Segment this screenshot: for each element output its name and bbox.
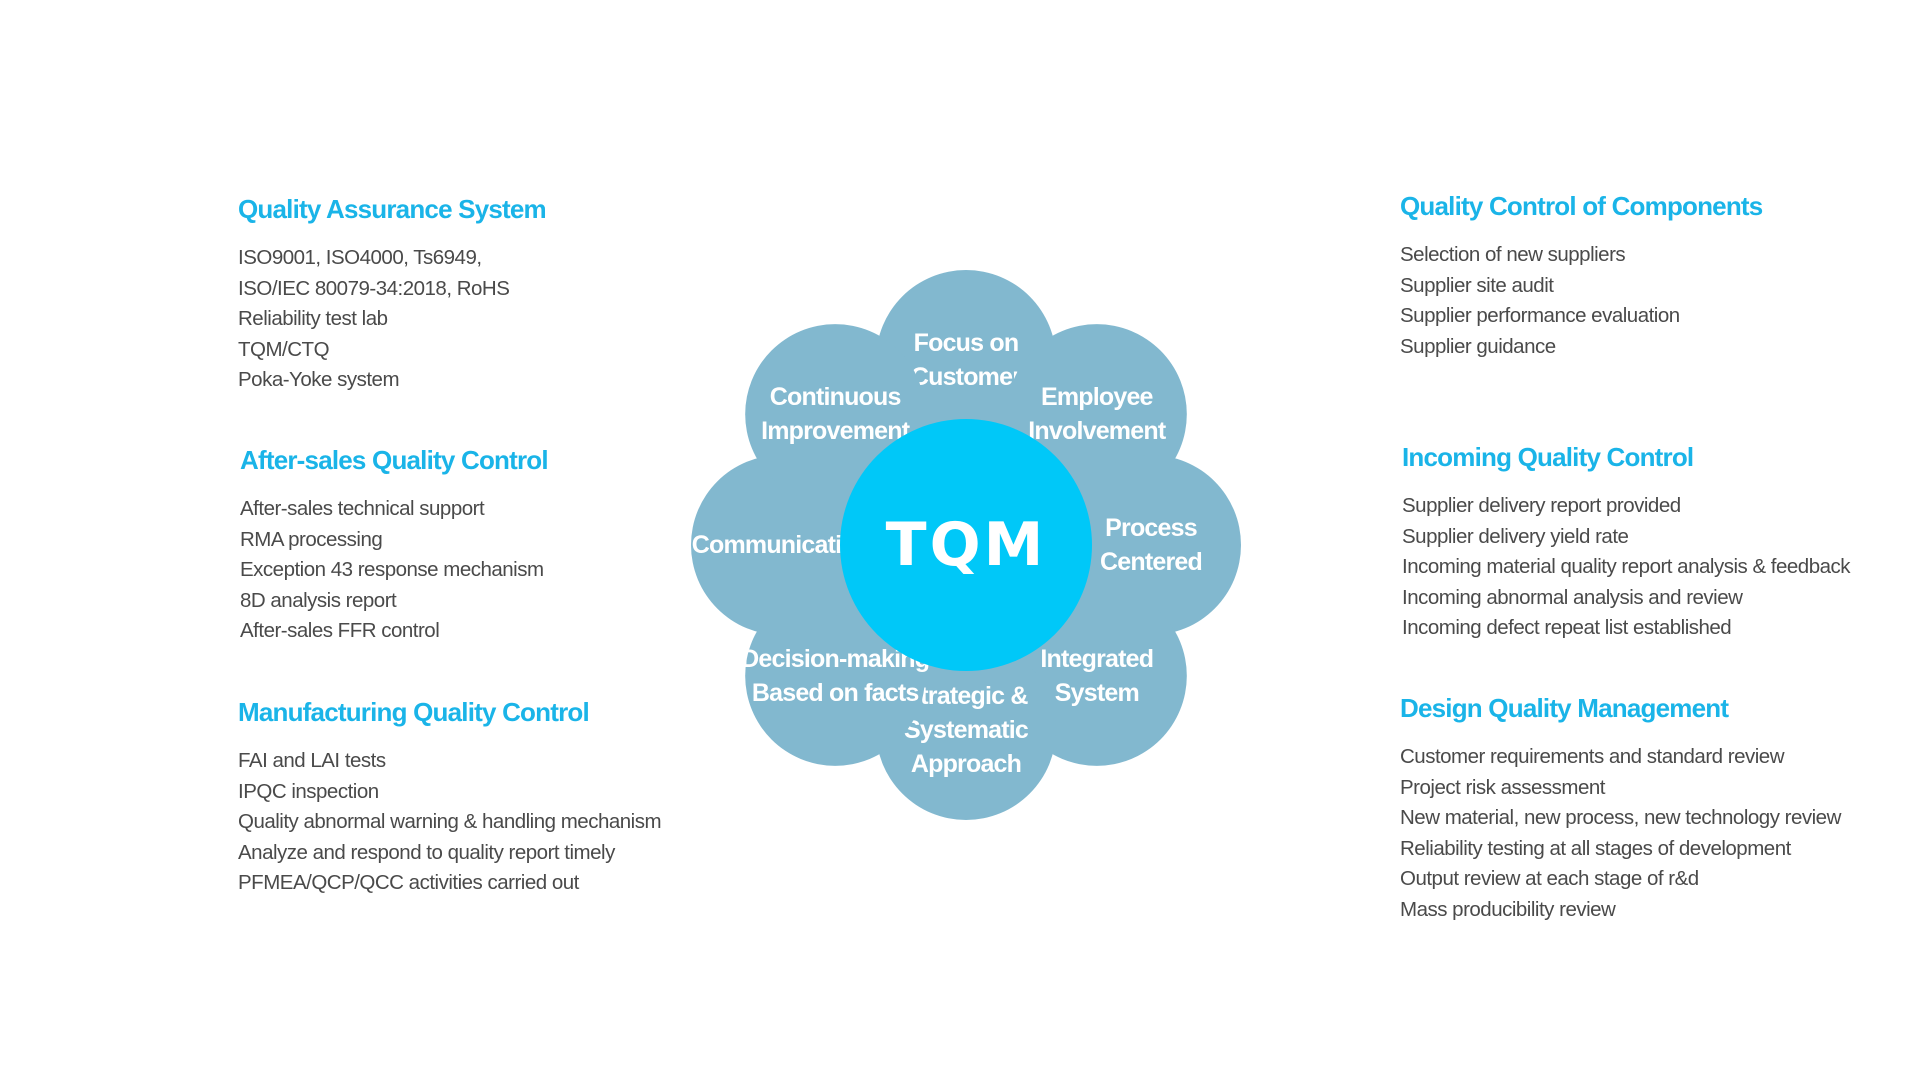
satellite-label: Improvement	[761, 417, 911, 445]
satellite-label: Based on facts	[752, 679, 919, 707]
list-item: Exception 43 response mechanism	[240, 558, 544, 581]
list-item: Project risk assessment	[1400, 775, 1605, 799]
section-list: Selection of new suppliers Supplier site…	[1400, 240, 1762, 362]
list-item: Output review at each stage of r&d	[1400, 867, 1699, 890]
list-item: Customer requirements and standard revie…	[1400, 745, 1784, 768]
list-item: Selection of new suppliers	[1400, 243, 1626, 266]
list-item: New material, new process, new technolog…	[1400, 806, 1841, 829]
section-list: Supplier delivery report provided Suppli…	[1402, 491, 1851, 644]
list-item: Reliability test lab	[238, 307, 388, 330]
list-item: Poka-Yoke system	[238, 368, 400, 391]
list-item: Supplier delivery report provided	[1402, 494, 1681, 517]
section-manufacturing-quality-control: Manufacturing Quality Control FAI and LA…	[238, 697, 662, 899]
list-item: Supplier performance evaluation	[1400, 304, 1680, 327]
list-item: Analyze and respond to quality report ti…	[238, 840, 615, 864]
satellite-label: Involvement	[1028, 417, 1167, 445]
list-item: Quality abnormal warning & handling mech…	[238, 810, 662, 833]
satellite-label: Centered	[1100, 548, 1202, 576]
list-item: ISO9001, ISO4000, Ts6949,	[238, 246, 482, 269]
section-quality-assurance-system: Quality Assurance System ISO9001, ISO400…	[238, 194, 547, 396]
section-list: Customer requirements and standard revie…	[1400, 742, 1841, 925]
list-item: Supplier guidance	[1400, 334, 1556, 358]
center-label: TQM	[886, 510, 1047, 580]
list-item: After-sales technical support	[240, 497, 485, 520]
list-item: Mass producibility review	[1400, 897, 1616, 921]
list-item: After-sales FFR control	[240, 619, 440, 642]
satellite-label: Process	[1105, 514, 1197, 542]
list-item: TQM/CTQ	[238, 337, 330, 361]
section-title: After-sales Quality Control	[240, 445, 549, 475]
satellite-label: Customer	[911, 363, 1022, 391]
list-item: FAI and LAI tests	[238, 749, 386, 772]
section-list: ISO9001, ISO4000, Ts6949, ISO/IEC 80079-…	[238, 243, 546, 396]
satellite-label: Employee	[1041, 383, 1154, 411]
list-item: Reliability testing at all stages of dev…	[1400, 836, 1791, 860]
section-title: Design Quality Management	[1400, 693, 1729, 723]
section-list: FAI and LAI tests IPQC inspection Qualit…	[238, 746, 662, 899]
list-item: Incoming material quality report analysi…	[1402, 555, 1851, 578]
section-list: After-sales technical support RMA proces…	[240, 494, 548, 647]
satellite-label: Approach	[911, 750, 1021, 778]
list-item: Supplier site audit	[1400, 273, 1554, 297]
list-item: 8D analysis report	[240, 588, 397, 612]
section-title: Quality Control of Components	[1400, 191, 1763, 221]
list-item: IPQC inspection	[238, 779, 379, 803]
section-title: Quality Assurance System	[238, 194, 547, 224]
section-title: Manufacturing Quality Control	[238, 697, 590, 727]
satellites: Focus on CustomerEmployeeInvolvementProce…	[691, 270, 1241, 820]
list-item: Incoming defect repeat list established	[1402, 616, 1732, 639]
list-item: PFMEA/QCP/QCC activities carried out	[238, 871, 579, 894]
section-incoming-quality-control: Incoming Quality Control Supplier delive…	[1402, 442, 1851, 644]
section-after-sales-quality-control: After-sales Quality Control After-sales …	[240, 445, 549, 647]
section-title: Incoming Quality Control	[1402, 442, 1694, 472]
satellite-label: Strategic &	[904, 682, 1028, 710]
section-quality-control-of-components: Quality Control of Components Selection …	[1400, 191, 1763, 362]
list-item: RMA processing	[240, 527, 383, 551]
section-design-quality-management: Design Quality Management Customer requi…	[1400, 693, 1841, 925]
list-item: ISO/IEC 80079-34:2018, RoHS	[238, 276, 510, 300]
satellite-label: System	[1055, 679, 1139, 707]
satellite-label: Integrated	[1040, 645, 1153, 673]
satellite-label: Continuous	[770, 383, 901, 411]
center-node: TQM	[840, 419, 1092, 671]
list-item: Incoming abnormal analysis and review	[1402, 585, 1743, 609]
satellite-label: Systematic	[904, 716, 1029, 744]
satellite-label: Focus on	[914, 329, 1019, 357]
center-circle	[840, 419, 1092, 671]
list-item: Supplier delivery yield rate	[1402, 524, 1629, 548]
